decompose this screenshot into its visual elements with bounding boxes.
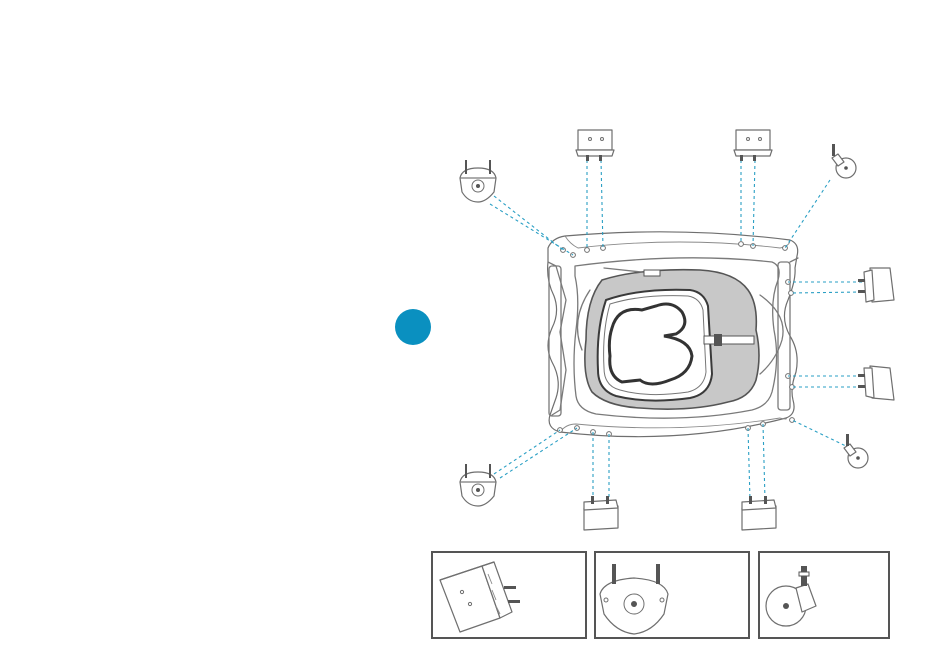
fixed-caster-bottom xyxy=(844,434,868,468)
fixed-caster-top xyxy=(832,144,856,178)
swivel-caster-top xyxy=(460,160,496,202)
detail-panel-bracket xyxy=(432,552,586,638)
detail-panel-fixed-caster xyxy=(759,552,889,638)
swivel-caster-bottom xyxy=(460,464,496,506)
bracket-right-upper xyxy=(858,268,894,302)
bracket-top-left xyxy=(576,130,614,161)
bracket-bottom-left xyxy=(584,496,618,530)
detail-panel-swivel-caster xyxy=(595,552,749,638)
step-marker xyxy=(395,309,431,345)
bracket-bottom-right xyxy=(742,496,776,530)
seat-fabric xyxy=(585,268,759,409)
bracket-right-lower xyxy=(858,366,894,400)
bracket-top-right xyxy=(734,130,772,161)
